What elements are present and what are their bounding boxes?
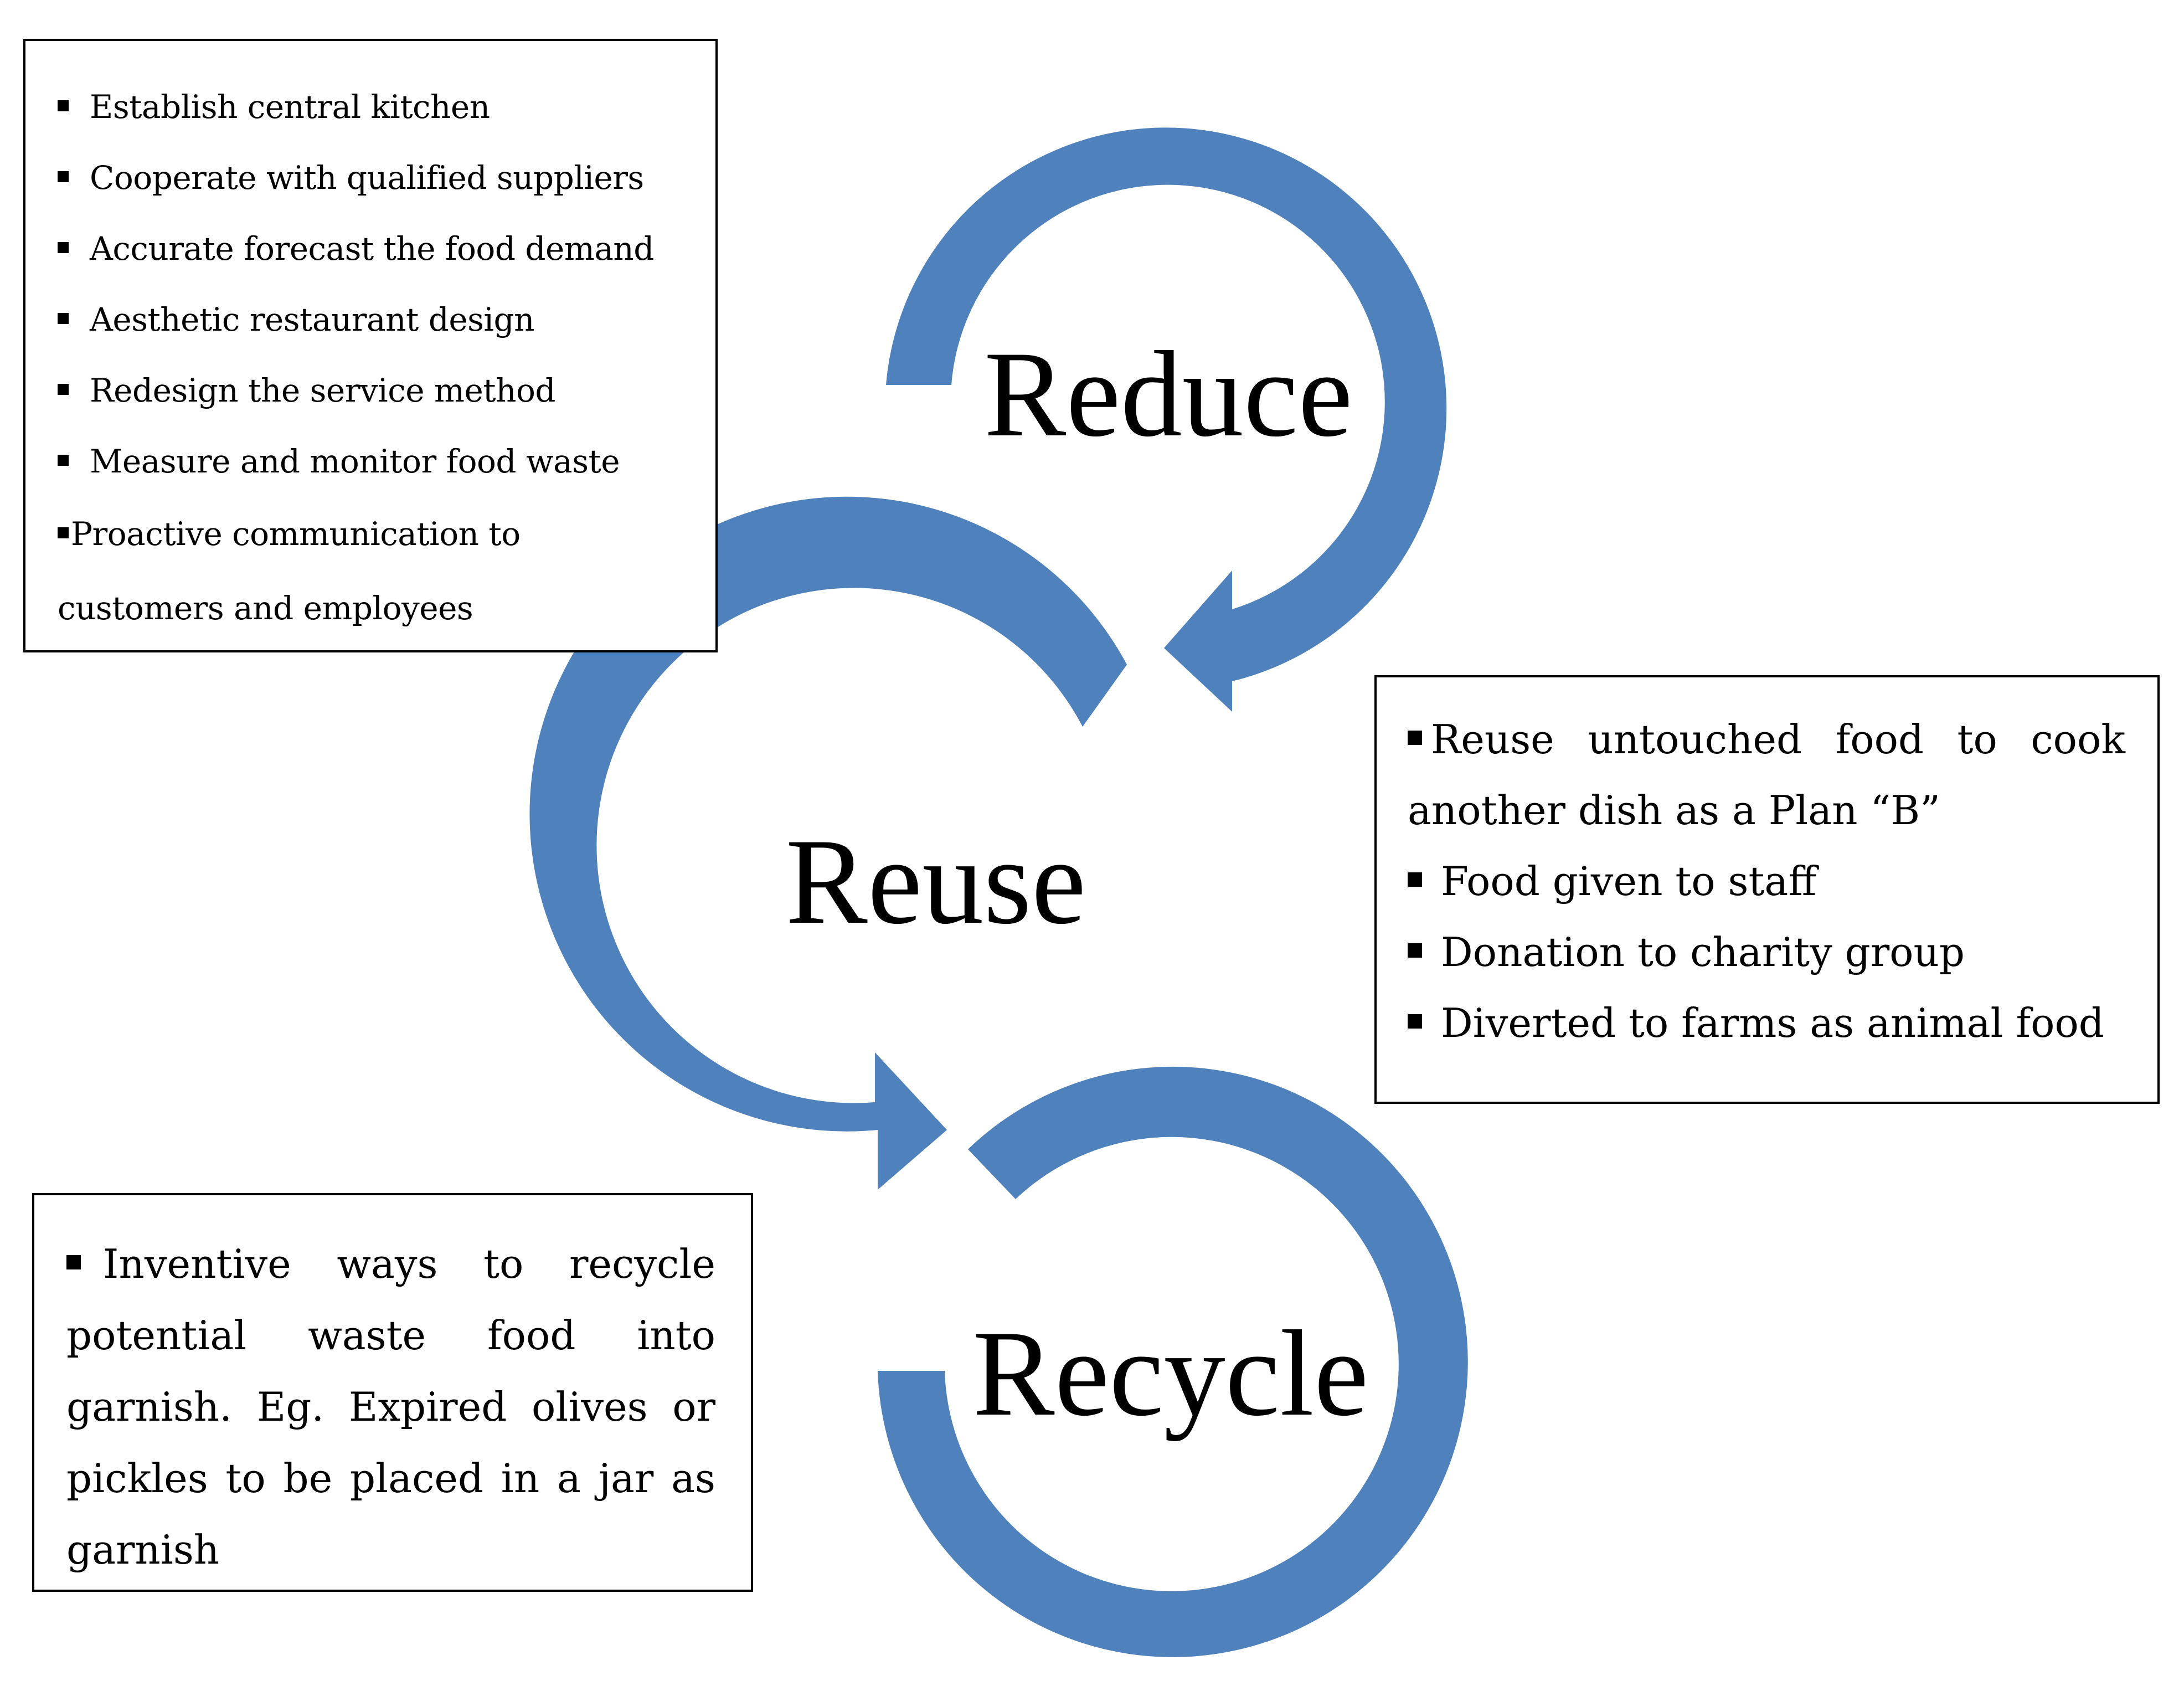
list-item: Accurate forecast the food demand <box>58 213 693 284</box>
list-item-text: Redesign the service method <box>90 372 556 409</box>
square-bullet-icon <box>58 527 69 539</box>
stage-label-reduce: Reduce <box>984 326 1353 462</box>
reduce-strategies-box: Establish central kitchen Cooperate with… <box>23 39 718 652</box>
list-item-text: Aesthetic restaurant design <box>90 301 534 338</box>
recycle-strategies-list: Inventive ways to recycle potential wast… <box>66 1228 715 1586</box>
square-bullet-icon <box>58 313 69 325</box>
reuse-strategies-list: Reuse untouched food to cook another dis… <box>1408 704 2125 1058</box>
list-item: Donation to charity group <box>1408 917 2125 988</box>
square-bullet-icon <box>1408 731 1422 746</box>
list-item-text: Inventive ways to recycle potential wast… <box>66 1241 715 1573</box>
square-bullet-icon <box>58 384 69 395</box>
list-item-text: Donation to charity group <box>1441 929 1965 975</box>
stage-label-recycle: Recycle <box>972 1305 1369 1442</box>
list-item: Redesign the service method <box>58 355 693 426</box>
square-bullet-icon <box>1408 943 1422 958</box>
square-bullet-icon <box>66 1255 81 1270</box>
list-item: Proactive communication to customers and… <box>58 497 693 645</box>
square-bullet-icon <box>58 455 69 466</box>
list-item: Inventive ways to recycle potential wast… <box>66 1228 715 1586</box>
list-item-text: Establish central kitchen <box>90 88 490 126</box>
list-item: Diverted to farms as animal food <box>1408 988 2125 1058</box>
list-item-text: Food given to staff <box>1441 858 1817 904</box>
list-item: Aesthetic restaurant design <box>58 284 693 355</box>
list-item-text: Cooperate with qualified suppliers <box>90 159 644 197</box>
list-item: Reuse untouched food to cook another dis… <box>1408 704 2125 846</box>
reduce-strategies-list: Establish central kitchen Cooperate with… <box>58 71 693 645</box>
list-item: Establish central kitchen <box>58 71 693 142</box>
list-item-text: Accurate forecast the food demand <box>90 230 654 268</box>
recycle-strategies-box: Inventive ways to recycle potential wast… <box>32 1193 753 1592</box>
list-item: Food given to staff <box>1408 846 2125 917</box>
list-item-text: Measure and monitor food waste <box>90 443 620 480</box>
list-item-text: Proactive communication to customers and… <box>58 515 521 627</box>
square-bullet-icon <box>1408 872 1422 887</box>
list-item-text: Reuse untouched food to cook another dis… <box>1408 716 2125 834</box>
reuse-strategies-box: Reuse untouched food to cook another dis… <box>1374 675 2160 1104</box>
square-bullet-icon <box>58 100 69 112</box>
square-bullet-icon <box>58 242 69 254</box>
stage-label-reuse: Reuse <box>785 814 1086 950</box>
square-bullet-icon <box>1408 1014 1422 1029</box>
list-item: Cooperate with qualified suppliers <box>58 142 693 213</box>
list-item-text: Diverted to farms as animal food <box>1441 1000 2104 1046</box>
list-item: Measure and monitor food waste <box>58 426 693 497</box>
square-bullet-icon <box>58 171 69 183</box>
